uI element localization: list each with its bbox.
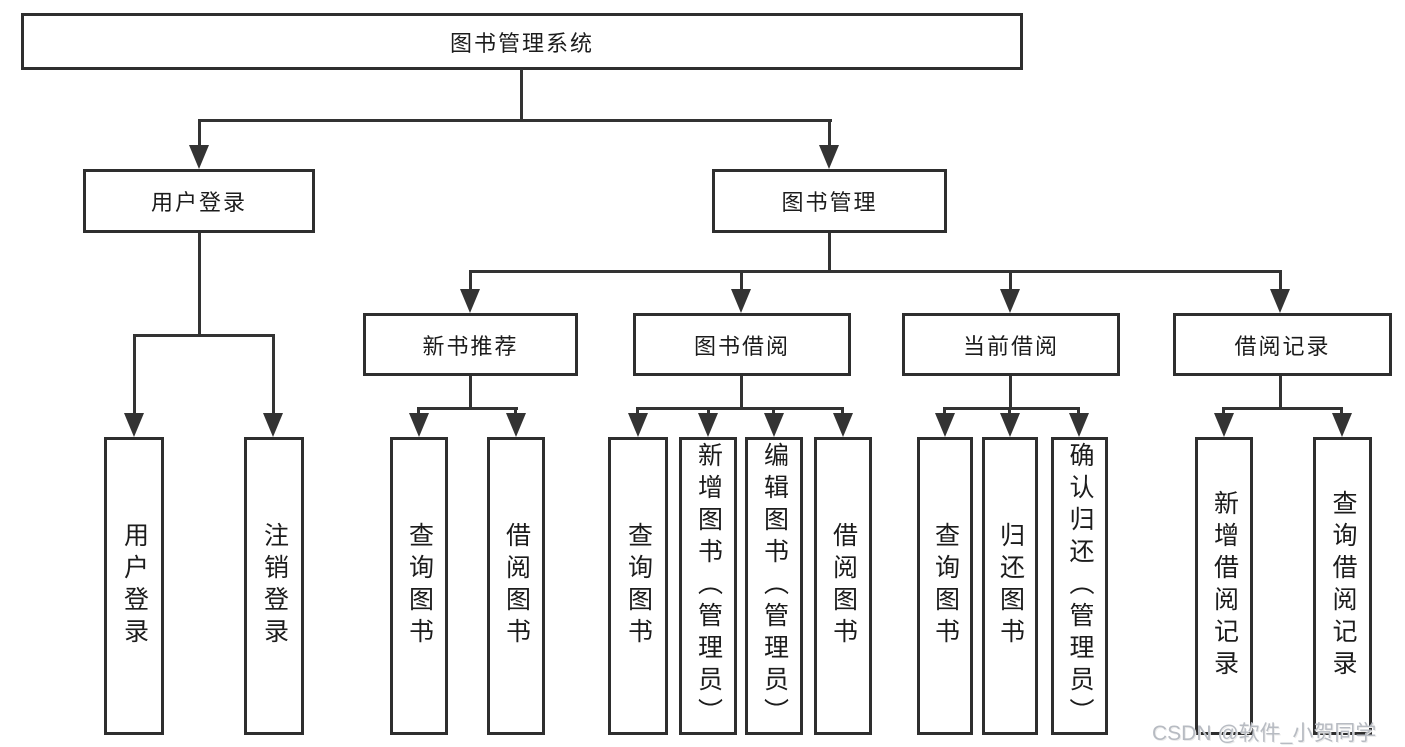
connector-line [1279, 376, 1282, 410]
leaf-borrow-books-recommend-label: 借阅图书 [502, 522, 531, 650]
node-library-system-label: 图书管理系统 [449, 30, 594, 56]
connector-line [841, 407, 844, 415]
leaf-confirm-return-admin: 确认归还（管理员） [1051, 437, 1108, 735]
connector-line [1340, 407, 1343, 415]
arrowhead-down-icon [698, 413, 718, 437]
connector-line [636, 407, 639, 415]
arrowhead-down-icon [1214, 413, 1234, 437]
leaf-query-books-borrowing-label: 查询图书 [624, 522, 653, 650]
arrowhead-down-icon [1000, 289, 1020, 313]
connector-line [198, 233, 201, 337]
connector-line [133, 334, 275, 337]
connector-line [417, 407, 420, 415]
node-new-book-recommend-label: 新书推荐 [422, 333, 519, 359]
connector-line [1222, 407, 1343, 410]
node-book-borrowing-label: 图书借阅 [693, 333, 790, 359]
connector-line [469, 270, 1282, 273]
node-library-system: 图书管理系统 [21, 13, 1023, 70]
node-book-management: 图书管理 [712, 169, 947, 233]
leaf-user-login: 用户登录 [104, 437, 164, 735]
connector-line [1009, 376, 1012, 410]
arrowhead-down-icon [506, 413, 526, 437]
arrowhead-down-icon [1332, 413, 1352, 437]
node-borrow-records-label: 借阅记录 [1234, 333, 1331, 359]
connector-line [828, 119, 831, 146]
connector-line [740, 270, 743, 290]
node-user-login-label: 用户登录 [150, 190, 247, 215]
arrowhead-down-icon [1270, 289, 1290, 313]
arrowhead-down-icon [819, 145, 839, 169]
arrowhead-down-icon [124, 413, 144, 437]
connector-line [417, 407, 518, 410]
csdn-watermark: CSDN @软件_小贺同学 [1152, 722, 1377, 745]
connector-line [514, 407, 517, 415]
connector-line [943, 407, 1080, 410]
connector-line [707, 407, 710, 415]
connector-line [1009, 270, 1012, 290]
arrowhead-down-icon [628, 413, 648, 437]
arrowhead-down-icon [731, 289, 751, 313]
leaf-query-borrow-record-label: 查询借阅记录 [1329, 490, 1357, 682]
arrowhead-down-icon [1000, 413, 1020, 437]
arrowhead-down-icon [263, 413, 283, 437]
leaf-query-books-borrowing: 查询图书 [608, 437, 668, 735]
connector-line [772, 407, 775, 415]
leaf-query-books-current-label: 查询图书 [931, 522, 960, 650]
node-current-borrowing-label: 当前借阅 [962, 333, 1059, 359]
leaf-confirm-return-admin-label: 确认归还（管理员） [1066, 442, 1094, 730]
connector-line [740, 376, 743, 410]
leaf-borrow-books-borrowing-label: 借阅图书 [829, 522, 858, 650]
leaf-user-login-label: 用户登录 [120, 522, 149, 650]
arrowhead-down-icon [935, 413, 955, 437]
connector-line [1008, 407, 1011, 415]
leaf-add-borrow-record-label: 新增借阅记录 [1210, 490, 1239, 682]
leaf-add-borrow-record: 新增借阅记录 [1195, 437, 1253, 735]
connector-line [469, 376, 472, 410]
node-current-borrowing: 当前借阅 [902, 313, 1120, 376]
connector-line [198, 119, 832, 122]
leaf-query-books-recommend-label: 查询图书 [405, 522, 434, 650]
connector-line [133, 334, 136, 414]
node-user-login: 用户登录 [83, 169, 315, 233]
connector-line [1077, 407, 1080, 415]
connector-line [1279, 270, 1282, 290]
leaf-edit-book-admin-label: 编辑图书（管理员） [760, 442, 789, 730]
arrowhead-down-icon [1069, 413, 1089, 437]
connector-line [943, 407, 946, 415]
arrowhead-down-icon [409, 413, 429, 437]
connector-line [520, 69, 523, 121]
connector-line [828, 233, 831, 273]
leaf-logout: 注销登录 [244, 437, 304, 735]
leaf-logout-label: 注销登录 [260, 522, 289, 650]
connector-line [272, 334, 275, 414]
leaf-borrow-books-borrowing: 借阅图书 [814, 437, 872, 735]
leaf-query-books-recommend: 查询图书 [390, 437, 448, 735]
arrowhead-down-icon [764, 413, 784, 437]
leaf-return-book-label: 归还图书 [996, 522, 1025, 650]
leaf-borrow-books-recommend: 借阅图书 [487, 437, 545, 735]
leaf-query-books-current: 查询图书 [917, 437, 973, 735]
node-book-management-label: 图书管理 [781, 190, 878, 215]
arrowhead-down-icon [189, 145, 209, 169]
node-book-borrowing: 图书借阅 [633, 313, 851, 376]
node-borrow-records: 借阅记录 [1173, 313, 1392, 376]
connector-line [198, 119, 201, 146]
leaf-query-borrow-record: 查询借阅记录 [1313, 437, 1372, 735]
leaf-add-book-admin: 新增图书（管理员） [679, 437, 737, 735]
arrowhead-down-icon [460, 289, 480, 313]
connector-line [636, 407, 844, 410]
leaf-return-book: 归还图书 [982, 437, 1038, 735]
leaf-edit-book-admin: 编辑图书（管理员） [745, 437, 803, 735]
leaf-add-book-admin-label: 新增图书（管理员） [694, 442, 723, 730]
arrowhead-down-icon [833, 413, 853, 437]
connector-line [469, 270, 472, 290]
connector-line [1222, 407, 1225, 415]
node-new-book-recommend: 新书推荐 [363, 313, 578, 376]
